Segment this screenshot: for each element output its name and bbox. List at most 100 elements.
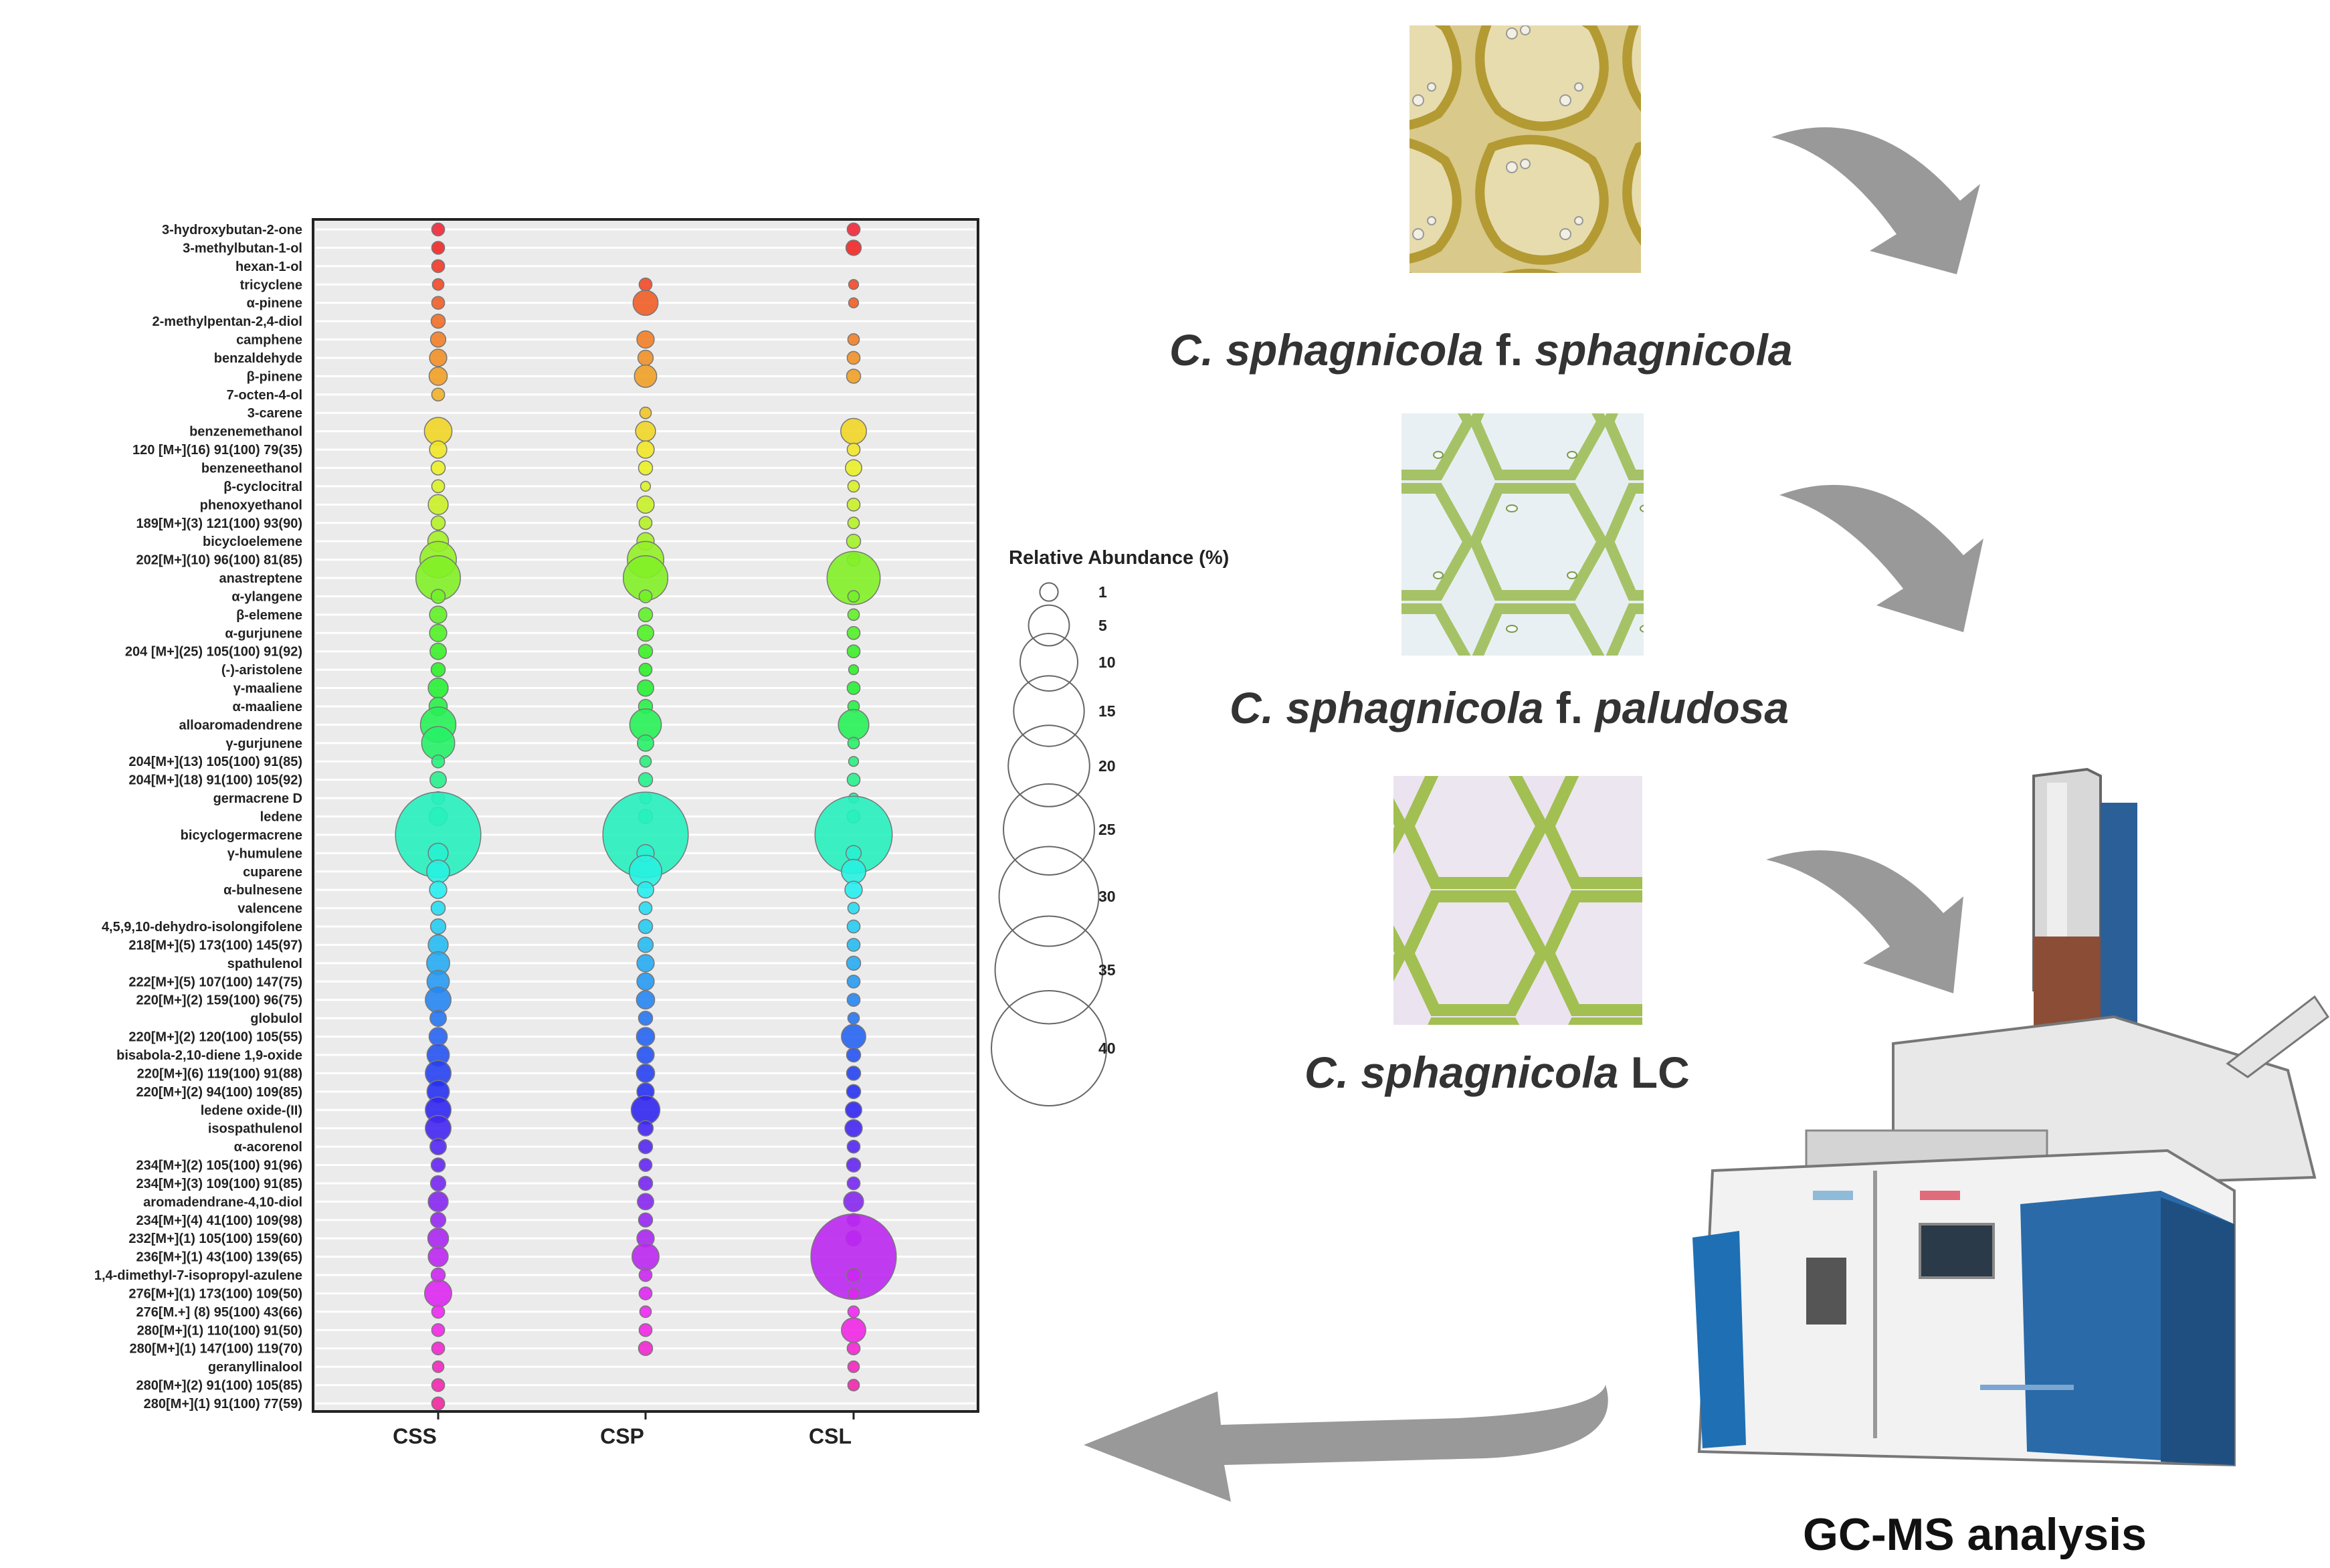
bubble-csl xyxy=(847,516,860,530)
bubble-csl xyxy=(846,773,861,787)
compound-label: 280[M+](1) 110(100) 91(50) xyxy=(137,1323,302,1338)
legend-bubble xyxy=(1039,582,1059,602)
bubble-csl xyxy=(846,974,861,989)
bubble-csl xyxy=(846,955,862,971)
legend-label: 15 xyxy=(1098,702,1116,720)
bubble-css xyxy=(430,589,446,604)
bubble-css xyxy=(427,1227,450,1250)
bubble-css xyxy=(427,1191,449,1213)
bubble-csp xyxy=(639,406,652,419)
compound-label: α-maaliene xyxy=(232,700,302,714)
arrows xyxy=(1084,127,1983,1502)
compound-label: bicyclogermacrene xyxy=(181,828,302,843)
bubble-css xyxy=(429,1211,447,1228)
bubble-csp xyxy=(636,954,655,973)
compound-label: 234[M+](2) 105(100) 91(96) xyxy=(136,1159,302,1173)
bubble-css xyxy=(427,494,449,515)
return-arrow xyxy=(1084,1385,1608,1502)
compound-label: benzenemethanol xyxy=(189,425,302,439)
bubble-css xyxy=(431,1396,446,1411)
legend-bubble xyxy=(998,846,1100,947)
bubble-csl xyxy=(846,369,862,384)
legend-label: 40 xyxy=(1098,1040,1116,1057)
compound-label: 234[M+](4) 41(100) 109(98) xyxy=(136,1213,302,1228)
bubble-css xyxy=(431,222,446,237)
bubble-css xyxy=(430,900,446,916)
bubble-csl xyxy=(848,279,860,290)
bubble-csp xyxy=(636,495,655,514)
caption-2-species: C. sphagnicola xyxy=(1230,683,1544,732)
compound-label: spathulenol xyxy=(227,957,302,971)
compound-label: γ-humulene xyxy=(227,846,302,861)
sample-label-1: C. sphagnicola f. sphagnicola xyxy=(1169,324,1793,375)
bubble-css xyxy=(431,1360,445,1373)
bubble-csl xyxy=(847,1360,860,1373)
compound-label: 3-hydroxybutan-2-one xyxy=(162,223,302,237)
bubble-css xyxy=(427,1246,449,1268)
bubble-csl xyxy=(846,644,861,659)
bubble-css xyxy=(431,241,446,255)
caption-1-form: sphagnicola xyxy=(1535,325,1793,375)
curved-arrow-2 xyxy=(1779,484,1983,632)
bubble-csp xyxy=(637,1193,654,1211)
bubble-css xyxy=(429,1009,447,1027)
bubble-csl xyxy=(846,497,861,512)
bubble-csl xyxy=(846,1066,862,1081)
compound-label: 2-methylpentan-2,4-diol xyxy=(153,314,302,329)
bubble-css xyxy=(429,623,448,642)
compound-label: 1,4-dimethyl-7-isopropyl-azulene xyxy=(94,1268,302,1283)
caption-1-species: C. sphagnicola xyxy=(1169,325,1484,375)
x-tick-label: CSP xyxy=(600,1424,644,1448)
legend-bubble xyxy=(1028,604,1070,647)
sample-label-3: C. sphagnicola LC xyxy=(1304,1047,1690,1098)
bubble-css xyxy=(429,331,447,348)
compound-label: 189[M+](3) 121(100) 93(90) xyxy=(136,516,302,531)
bubble-csl xyxy=(846,442,861,457)
compound-label: γ-gurjunene xyxy=(226,737,302,751)
bubble-csp xyxy=(637,937,654,953)
bubble-css xyxy=(431,1322,446,1337)
bubble-csl xyxy=(847,1305,860,1318)
bubble-css xyxy=(429,1175,447,1192)
compound-label: 3-carene xyxy=(248,406,302,421)
bubble-csl xyxy=(846,919,861,934)
bubble-css xyxy=(429,880,448,899)
bubble-csl xyxy=(847,1287,860,1300)
legend-label: 35 xyxy=(1098,961,1116,979)
compound-label: 280[M+](2) 91(100) 105(85) xyxy=(136,1379,302,1393)
legend-label: 30 xyxy=(1098,888,1116,905)
bubble-csp xyxy=(637,679,654,697)
curved-arrow-1 xyxy=(1771,127,1980,274)
compound-label: isospathulenol xyxy=(208,1122,302,1137)
bubble-css xyxy=(429,771,447,789)
bubble-csp xyxy=(639,755,652,768)
compound-label: 204[M+](13) 105(100) 91(85) xyxy=(128,755,302,769)
caption-3-suffix: LC xyxy=(1618,1048,1690,1097)
x-tick-label: CSS xyxy=(393,1424,437,1448)
x-tick-label: CSL xyxy=(809,1424,852,1448)
bubble-csl xyxy=(841,858,866,884)
bubble-css xyxy=(429,642,447,660)
micrograph-3 xyxy=(1393,776,1642,1025)
bubble-css xyxy=(431,754,446,769)
bubble-css xyxy=(429,349,448,367)
legend-bubble xyxy=(1013,675,1085,747)
compound-label: α-ylangene xyxy=(231,589,302,604)
compound-label: camphene xyxy=(236,333,302,348)
bubble-csl xyxy=(848,664,860,676)
compound-label: 220[M+](6) 119(100) 91(88) xyxy=(137,1066,302,1081)
bubble-csp xyxy=(638,1139,654,1155)
bubble-csp xyxy=(637,349,654,367)
bubble-csl xyxy=(847,1379,860,1391)
compound-label: 276[M.+] (8) 95(100) 43(66) xyxy=(136,1305,302,1320)
bubble-css xyxy=(431,296,446,310)
bubble-csp xyxy=(638,644,654,659)
bubble-csl xyxy=(847,737,860,750)
bubble-csl xyxy=(847,608,860,621)
bubble-csp xyxy=(630,1095,661,1125)
caption-1-rank: f. xyxy=(1483,325,1535,375)
bubble-csl xyxy=(846,1047,862,1063)
compound-label: α-acorenol xyxy=(234,1140,302,1155)
